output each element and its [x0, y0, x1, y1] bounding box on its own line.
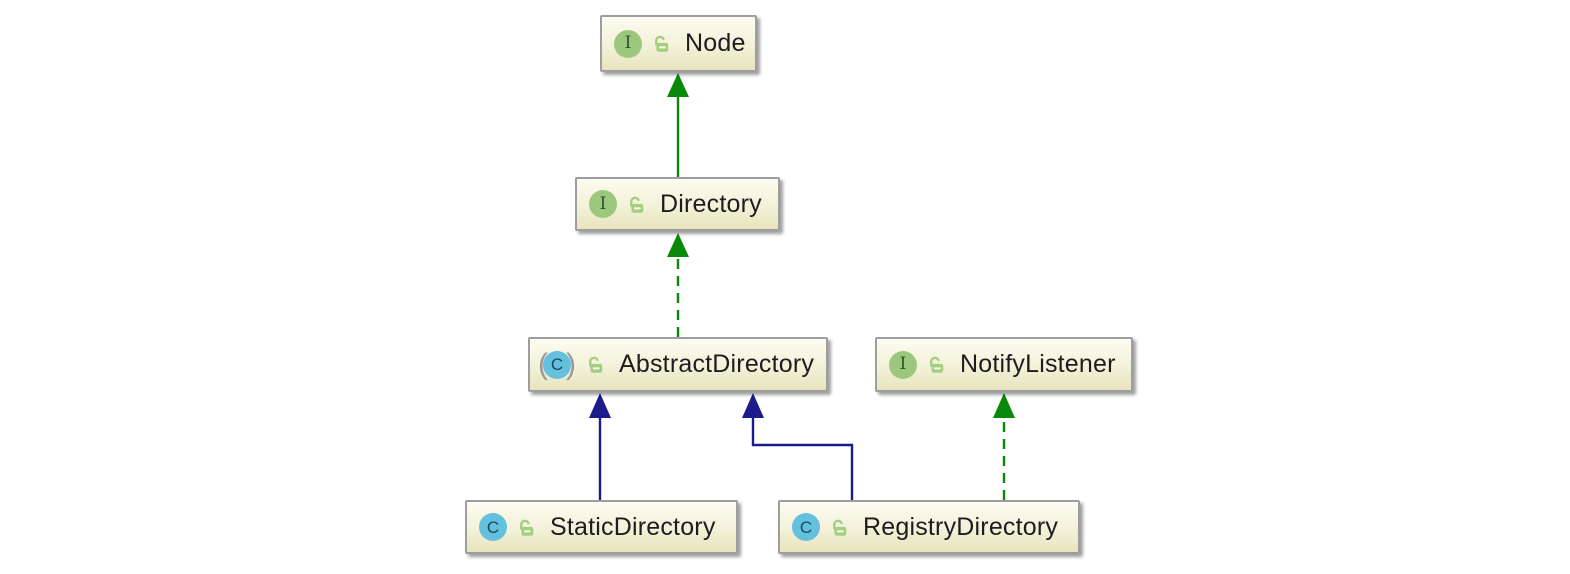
edge-directory-extends-node: [667, 73, 689, 177]
uml-node-staticdirectory[interactable]: C StaticDirectory: [465, 500, 738, 554]
edge-abstractdirectory-implements-directory: [667, 233, 689, 337]
interface-icon: I: [589, 190, 617, 218]
unlocked-padlock-icon: [585, 354, 606, 375]
uml-node-registrydirectory[interactable]: C RegistryDirectory: [778, 500, 1080, 554]
unlocked-padlock-icon: [926, 354, 947, 375]
edge-registrydirectory-implements-notifylistener: [993, 393, 1015, 500]
unlocked-padlock-icon: [516, 517, 537, 538]
uml-node-abstractdirectory[interactable]: ( C ) AbstractDirectory: [528, 337, 828, 392]
class-icon: C: [479, 513, 507, 541]
uml-node-directory[interactable]: I Directory: [575, 177, 780, 231]
uml-node-notifylistener[interactable]: I NotifyListener: [875, 337, 1133, 392]
uml-node-label: Node: [685, 29, 746, 57]
abstract-class-icon: ( C ): [538, 349, 576, 380]
uml-node-label: RegistryDirectory: [863, 512, 1059, 541]
uml-node-label: Directory: [660, 189, 762, 218]
uml-node-label: AbstractDirectory: [619, 350, 815, 378]
interface-icon: I: [614, 29, 642, 58]
class-icon: C: [792, 513, 820, 541]
uml-node-node[interactable]: I Node: [600, 15, 757, 72]
interface-icon: I: [889, 350, 917, 379]
unlocked-padlock-icon: [829, 517, 850, 538]
edge-registrydirectory-extends-abstractdirectory: [742, 393, 854, 500]
uml-node-label: NotifyListener: [960, 350, 1116, 378]
unlocked-padlock-icon: [651, 33, 672, 54]
unlocked-padlock-icon: [626, 194, 647, 215]
edge-staticdirectory-extends-abstractdirectory: [589, 393, 611, 500]
uml-node-label: StaticDirectory: [550, 512, 716, 541]
